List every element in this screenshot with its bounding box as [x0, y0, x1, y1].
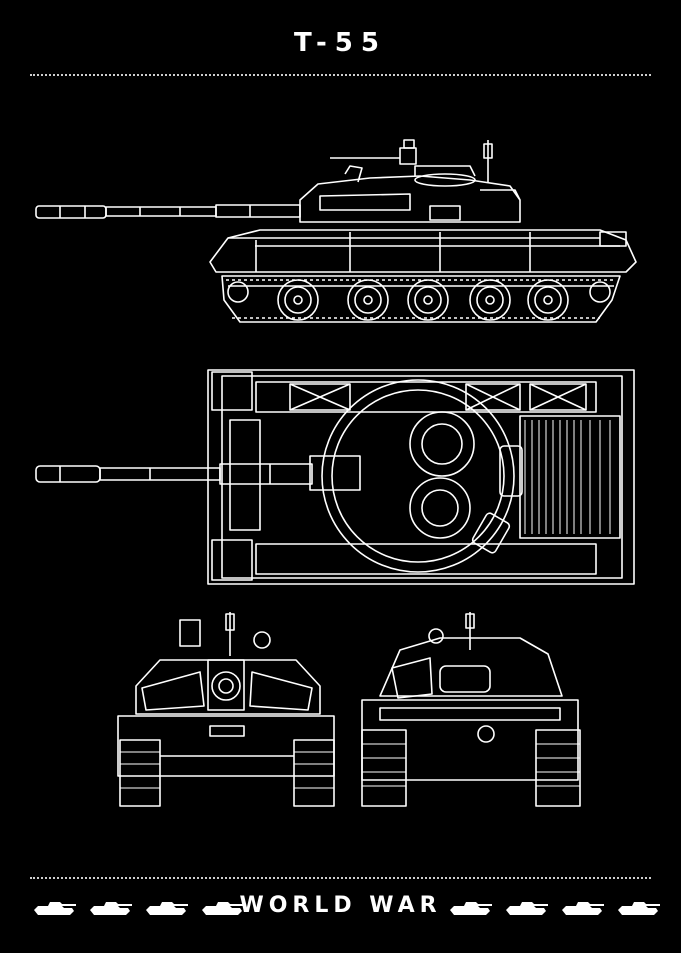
mini-tank-icon: [202, 902, 244, 915]
mini-tank-icon: [34, 902, 76, 915]
footer-text: WORLD WAR: [239, 893, 442, 918]
mini-tank-icon: [506, 902, 548, 915]
mini-tank-icon: [90, 902, 132, 915]
tank-front-view-icon: [117, 612, 335, 807]
poster-title: T-55: [294, 28, 387, 58]
footer-tanks-left: [30, 894, 254, 920]
tank-top-view-icon: [35, 369, 635, 585]
footer-tanks-right: [446, 894, 670, 920]
top-divider: [30, 74, 651, 76]
mini-tank-icon: [562, 902, 604, 915]
tank-side-view-icon: [35, 139, 637, 323]
mini-tank-icon: [450, 902, 492, 915]
tank-rear-view-icon: [361, 612, 581, 807]
mini-tank-icon: [618, 902, 660, 915]
bottom-divider: [30, 877, 651, 879]
mini-tank-icon: [146, 902, 188, 915]
